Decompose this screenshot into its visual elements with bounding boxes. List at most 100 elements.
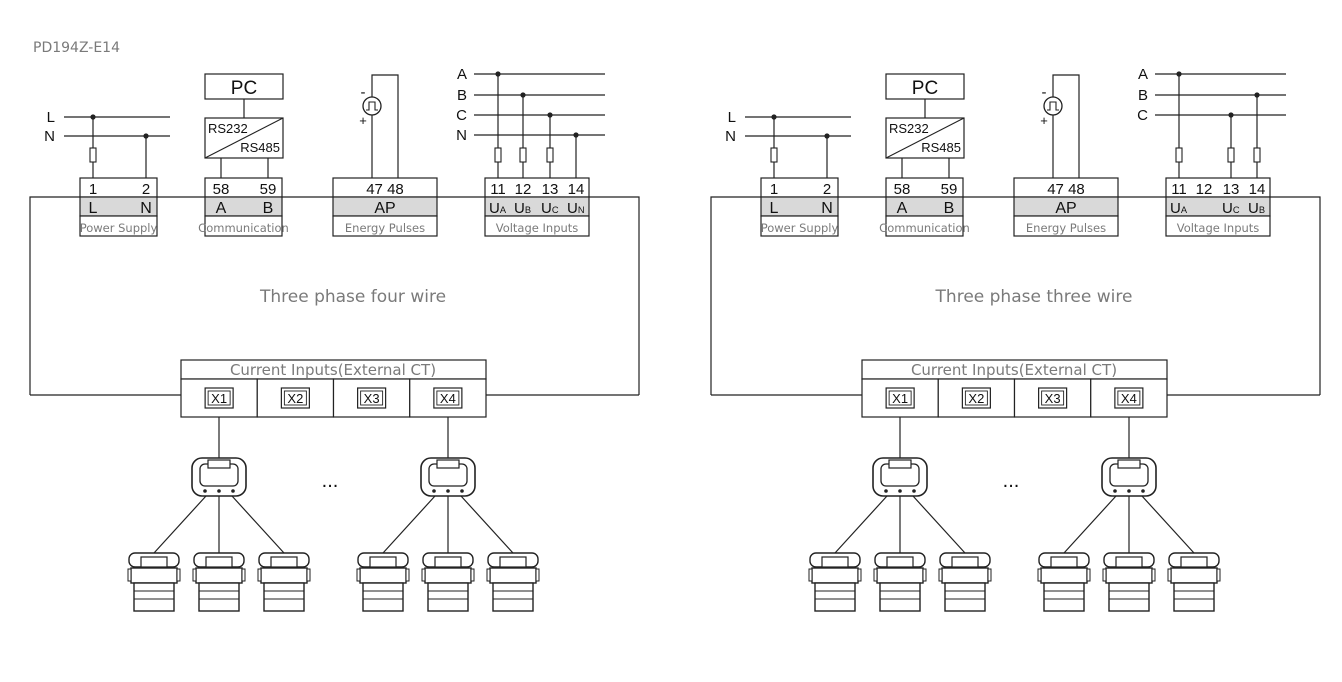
current-transformer-icon <box>257 552 311 612</box>
fuse-icon <box>89 147 97 163</box>
power-group-label-box <box>79 215 158 237</box>
comm-pin-label: A <box>897 200 908 217</box>
power-pin-label: N <box>821 200 833 217</box>
ct-core <box>1040 567 1088 584</box>
ct-cable <box>1141 495 1195 554</box>
ct-body <box>1108 582 1150 612</box>
ct-cable <box>912 495 966 554</box>
ct-body <box>1043 582 1085 612</box>
current-port-cell <box>332 378 411 418</box>
ct-clip-right <box>857 568 862 582</box>
hub-pin <box>460 489 464 493</box>
voltage-terminal-number: 14 <box>1249 181 1266 198</box>
pulse-pin-label: AP <box>1055 200 1076 217</box>
ct-core <box>489 567 537 584</box>
pulse-group-label-box <box>1013 215 1119 237</box>
rj-port-inner <box>360 390 384 406</box>
voltage-line-label: C <box>456 107 467 124</box>
pulse-wave-icon <box>1047 101 1059 111</box>
comm-group-label: Communication <box>198 221 289 235</box>
hub-pin <box>1141 489 1145 493</box>
hub-pin <box>231 489 235 493</box>
hub-pin <box>217 489 221 493</box>
ct-body <box>133 582 175 612</box>
hub-pin <box>884 489 888 493</box>
ct-clip-right <box>470 568 475 582</box>
voltage-terminal-number: 11 <box>490 181 506 198</box>
current-transformer-icon <box>1102 552 1156 612</box>
ct-clip-right <box>987 568 992 582</box>
comm-terminal-number: 58 <box>894 181 911 198</box>
pulse-plus-label: + <box>359 113 367 128</box>
voltage-terminal-number: 14 <box>568 181 585 198</box>
fuse-icon <box>1253 147 1261 163</box>
power-terminal-number: 2 <box>142 181 150 198</box>
comm-terminal-number: 58 <box>213 181 230 198</box>
ct-clip-right <box>922 568 927 582</box>
fuse-icon <box>546 147 554 163</box>
voltage-terminal-number: 12 <box>515 181 532 198</box>
ct-core <box>130 567 178 584</box>
rj-port-inner <box>207 390 231 406</box>
fuse-icon <box>1175 147 1183 163</box>
ct-clip-right <box>1216 568 1221 582</box>
comm-group-label: Communication <box>879 221 970 235</box>
ct-core <box>195 567 243 584</box>
converter-diagonal <box>204 117 284 159</box>
ct-clip-left <box>938 568 943 582</box>
ct-window <box>369 556 397 568</box>
wiring-mode-caption: Three phase four wire <box>259 287 446 307</box>
comm-terminal-number: 59 <box>941 181 958 198</box>
pulse-group-label-box <box>332 215 438 237</box>
ct-clip-left <box>421 568 426 582</box>
ct-clip-left <box>192 568 197 582</box>
hub-pin <box>1113 489 1117 493</box>
ct-body <box>263 582 305 612</box>
ct-core <box>811 567 859 584</box>
ct-cable <box>382 495 436 554</box>
power-group-label-box <box>760 215 839 237</box>
ct-ellipsis: ... <box>322 470 339 492</box>
pc-label: PC <box>912 78 938 99</box>
ct-body <box>814 582 856 612</box>
voltage-terminal-number: 12 <box>1196 181 1213 198</box>
ct-clip-left <box>257 568 262 582</box>
hub-slot <box>207 459 231 469</box>
voltage-line-label: C <box>1137 107 1148 124</box>
voltage-pin-label: UC <box>541 200 559 217</box>
ct-core <box>424 567 472 584</box>
pulse-loop <box>1052 74 1080 178</box>
current-transformer-icon <box>1037 552 1091 612</box>
ct-body <box>362 582 404 612</box>
converter-rs232-label: RS232 <box>208 121 248 136</box>
power-line-label: L <box>47 109 55 126</box>
ct-splitter-hub-icon <box>1101 457 1157 497</box>
ct-ellipsis: ... <box>1003 470 1020 492</box>
current-port-label: X2 <box>287 391 303 406</box>
ct-window <box>205 556 233 568</box>
power-line-label: L <box>728 109 736 126</box>
current-port-label: X3 <box>364 391 380 406</box>
ct-clip-right <box>535 568 540 582</box>
hub-slot <box>1117 459 1141 469</box>
power-terminal-number: 1 <box>770 181 778 198</box>
voltage-pin-label: UB <box>514 200 531 217</box>
ct-cable <box>231 495 285 554</box>
ct-window <box>821 556 849 568</box>
ct-cable <box>834 495 888 554</box>
pulse-terminal-number: 47 48 <box>366 181 404 198</box>
ct-window <box>1180 556 1208 568</box>
ct-window <box>140 556 168 568</box>
fuse-icon <box>770 147 778 163</box>
voltage-terminal-number: 13 <box>1223 181 1240 198</box>
ct-core <box>359 567 407 584</box>
hub-slot <box>888 459 912 469</box>
pulse-minus-label: - <box>1042 84 1047 101</box>
power-line-label: N <box>44 128 55 145</box>
pc-box <box>885 73 965 100</box>
pc-box <box>204 73 284 100</box>
